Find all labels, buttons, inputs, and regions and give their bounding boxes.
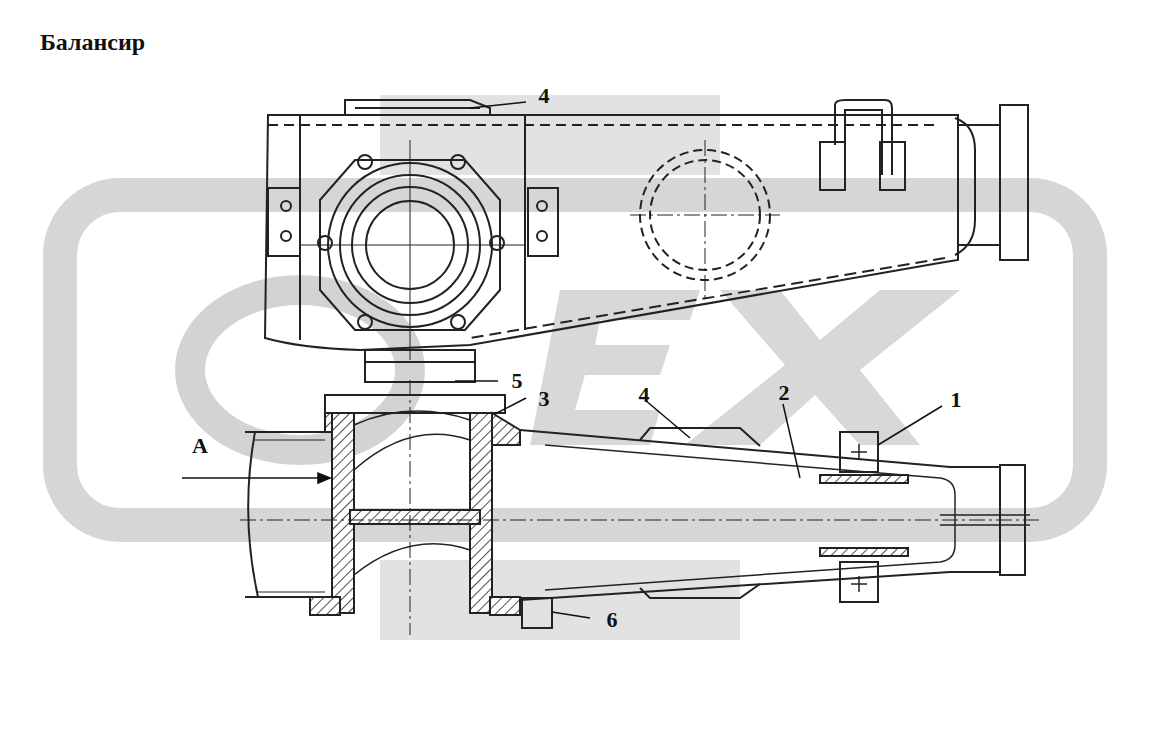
callout-number: 3: [537, 387, 552, 411]
callout-number: 5: [510, 369, 525, 393]
watermark-logo: [60, 95, 1090, 640]
leader-lines: [182, 102, 942, 618]
callout-number: 4: [537, 84, 552, 108]
callout-number: 4: [637, 383, 652, 407]
top-view: [265, 100, 1028, 382]
callout-number: 6: [605, 608, 620, 632]
callout-number: 2: [777, 381, 792, 405]
drawing-title: Балансир: [40, 30, 145, 54]
section-view: [240, 380, 1040, 635]
callout-number: 1: [949, 388, 964, 412]
callout-number: A: [190, 434, 210, 458]
